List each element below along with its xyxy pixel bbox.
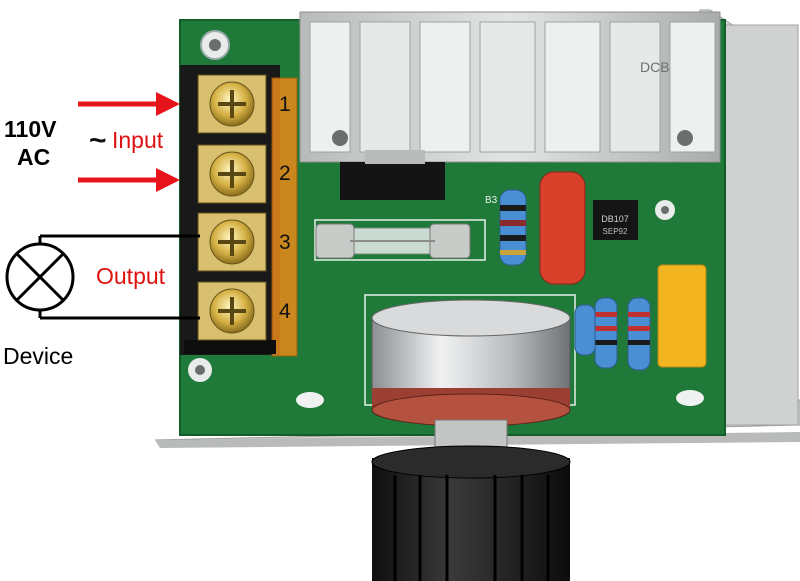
bridge-label: DB107 xyxy=(601,214,629,224)
input-arrow-icon xyxy=(78,92,180,116)
resistor-pair xyxy=(574,297,651,371)
device-label: Device xyxy=(3,343,74,369)
terminal-number-2: 2 xyxy=(279,162,291,185)
screw-terminal-icon[interactable] xyxy=(197,74,267,134)
resistor-vertical xyxy=(499,189,527,266)
supply-voltage-label: 110V xyxy=(4,116,57,142)
input-label: Input xyxy=(112,127,164,153)
heatsink xyxy=(299,11,721,163)
screw-terminal-icon[interactable] xyxy=(197,144,267,204)
ac-tilde-symbol: ~ xyxy=(89,124,107,157)
terminal-number-1: 1 xyxy=(279,93,291,116)
terminal-number-4: 4 xyxy=(279,300,291,323)
bridge-rectifier: DB107 SEP92 xyxy=(593,200,638,240)
red-capacitor xyxy=(539,171,586,285)
input-arrow-icon xyxy=(78,168,180,192)
heatsink-mark: DCB xyxy=(640,59,670,75)
lamp-device-icon xyxy=(5,242,75,312)
bridge-sublabel: SEP92 xyxy=(603,227,628,236)
glass-fuse xyxy=(315,223,471,259)
potentiometer xyxy=(371,299,571,461)
output-label: Output xyxy=(96,263,166,289)
yellow-capacitor xyxy=(657,264,707,368)
supply-type-label: AC xyxy=(17,144,51,170)
triac xyxy=(340,150,445,200)
screw-terminal-icon[interactable] xyxy=(197,212,267,272)
potentiometer-knob-icon[interactable] xyxy=(371,445,571,581)
ref-b3-label: B3 xyxy=(485,195,498,206)
screw-terminal-icon[interactable] xyxy=(197,281,267,341)
terminal-number-3: 3 xyxy=(279,231,291,254)
